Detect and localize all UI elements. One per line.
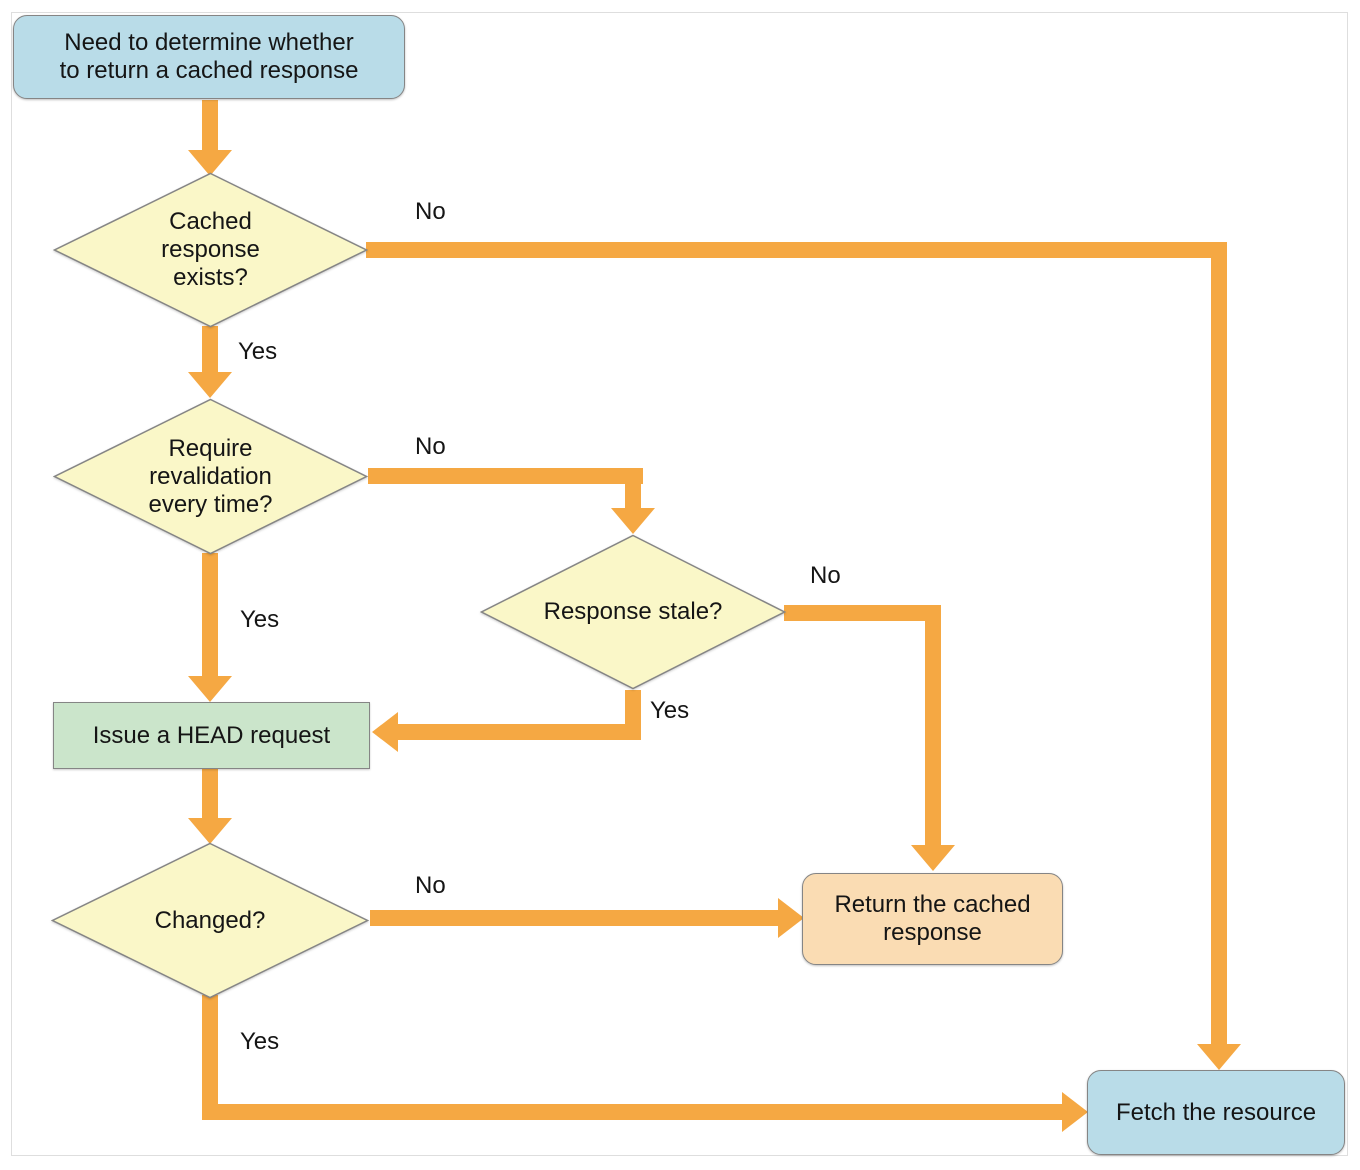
edge-label-yes: Yes — [238, 338, 278, 365]
diamond-polygon — [480, 534, 786, 690]
edge-label-yes: Yes — [240, 606, 280, 633]
diamond-polygon — [53, 172, 368, 328]
connector-arrowhead — [372, 712, 398, 752]
decision-label: Response stale? — [543, 598, 723, 625]
connector-arrowhead — [188, 676, 232, 702]
terminal-label: Return the cached response — [834, 891, 1031, 946]
edge-label-yes: Yes — [650, 697, 690, 724]
decision-label: Changed? — [154, 906, 266, 934]
connector-segment — [202, 326, 218, 373]
diamond-shape — [53, 172, 368, 328]
terminal-fetch-the-resource: Fetch the resource — [1087, 1070, 1345, 1155]
connector-arrowhead — [778, 898, 804, 938]
decision-cached-response-exists: Cached response exists? — [53, 172, 368, 328]
connector-segment — [784, 605, 941, 621]
terminal-return-cached-response: Return the cached response — [802, 873, 1063, 965]
decision-response-stale: Response stale? — [480, 534, 786, 690]
diamond-shape — [480, 534, 786, 690]
edge-label-no: No — [415, 872, 446, 899]
connector-arrowhead — [188, 372, 232, 398]
decision-changed: Changed? — [51, 842, 369, 999]
connector-segment — [366, 242, 1227, 258]
terminal-label: Fetch the resource — [1115, 1098, 1317, 1126]
connector-segment — [202, 553, 218, 678]
start-node-label: Need to determine whether to return a ca… — [59, 29, 359, 84]
decision-label: Cached response exists? — [161, 208, 260, 291]
connector-arrowhead — [1062, 1092, 1088, 1132]
diamond-polygon — [51, 842, 369, 999]
decision-require-revalidation: Require revalidation every time? — [53, 398, 368, 555]
connector-segment — [1211, 242, 1227, 1048]
connector-segment — [625, 468, 641, 510]
diamond-shape — [51, 842, 369, 999]
connector-arrowhead — [188, 150, 232, 176]
connector-segment — [368, 468, 643, 484]
connector-arrowhead — [188, 818, 232, 844]
connector-segment — [925, 605, 941, 847]
edge-label-no: No — [415, 198, 446, 225]
diamond-polygon — [53, 398, 368, 555]
connector-arrowhead — [911, 845, 955, 871]
process-issue-head-request: Issue a HEAD request — [53, 702, 370, 769]
connector-segment — [202, 1104, 1062, 1120]
diagram-frame-border — [11, 12, 1348, 1156]
connector-segment — [202, 100, 218, 152]
connector-arrowhead — [1197, 1044, 1241, 1070]
edge-label-no: No — [810, 562, 841, 589]
connector-segment — [202, 769, 218, 820]
process-label: Issue a HEAD request — [92, 721, 331, 749]
connector-arrowhead — [611, 508, 655, 534]
connector-segment — [202, 995, 218, 1120]
edge-label-no: No — [415, 433, 446, 460]
connector-segment — [398, 724, 641, 740]
decision-label: Require revalidation every time? — [148, 434, 273, 518]
edge-label-yes: Yes — [240, 1028, 280, 1055]
start-node: Need to determine whether to return a ca… — [13, 15, 405, 99]
diamond-shape — [53, 398, 368, 555]
connector-segment — [370, 910, 778, 926]
